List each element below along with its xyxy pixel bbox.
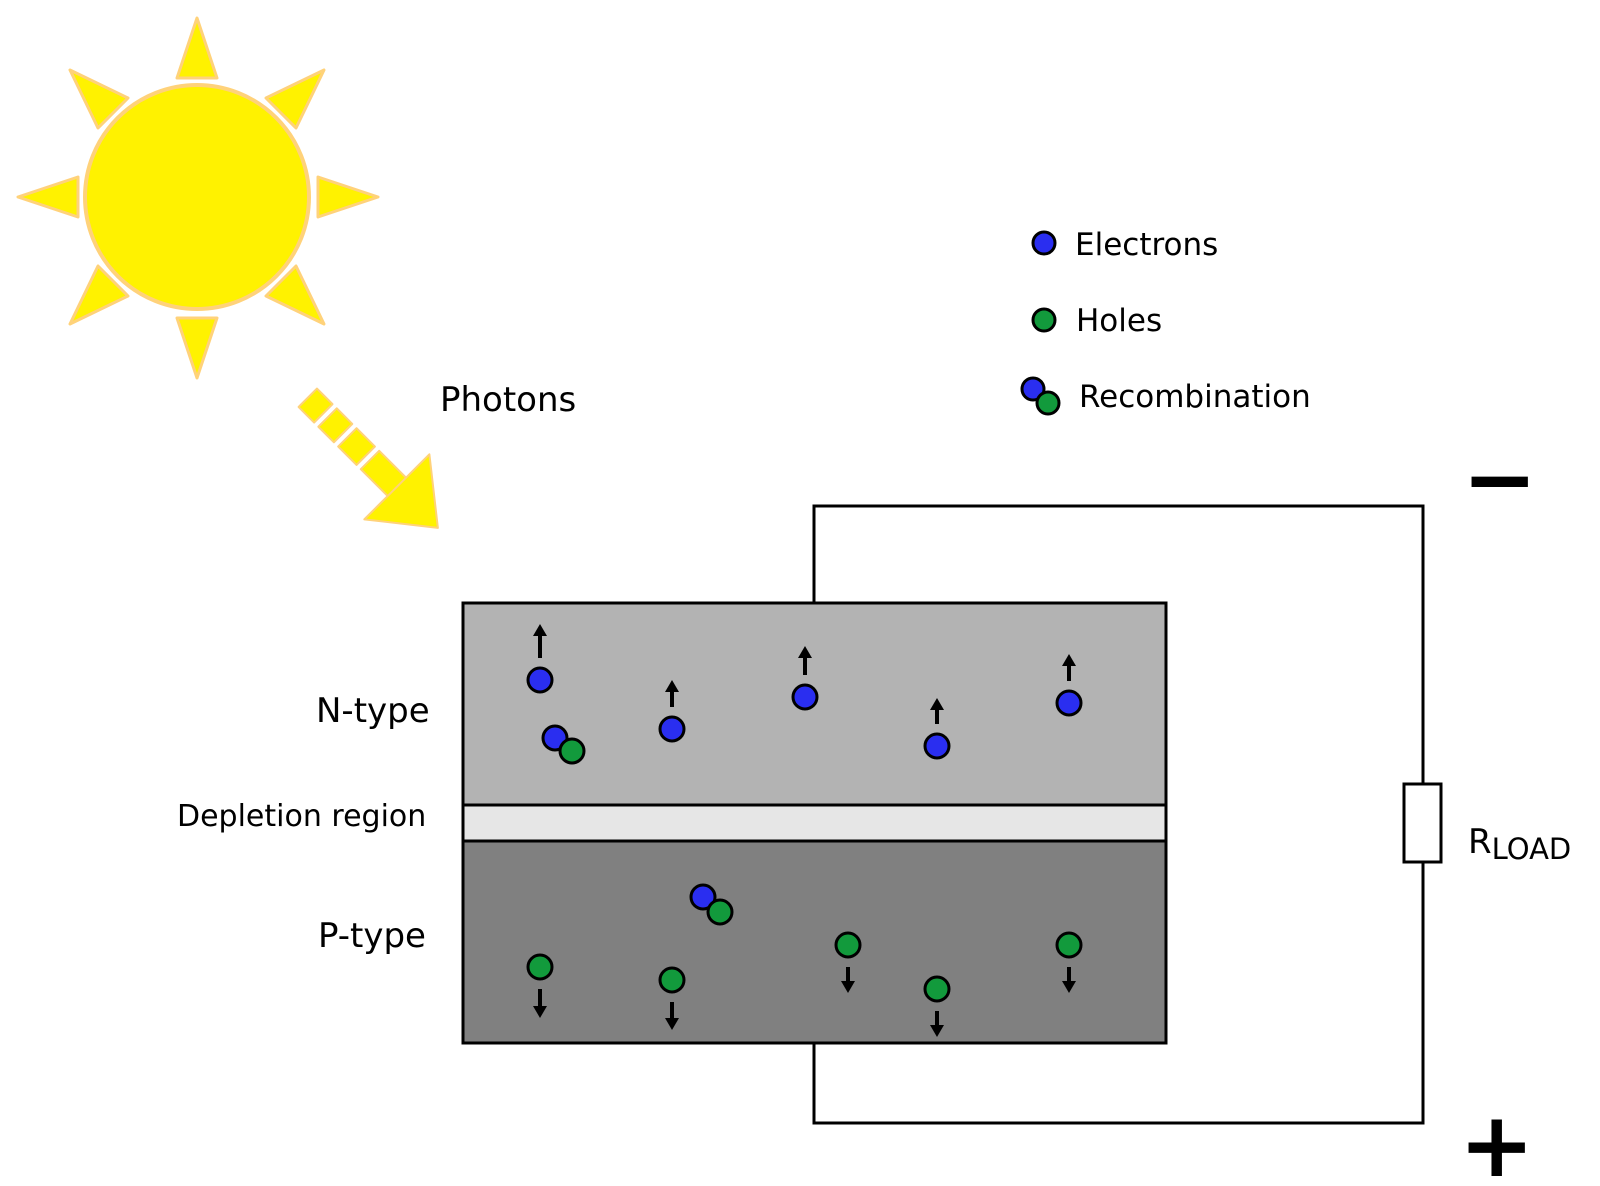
electron-particles — [526, 624, 1083, 760]
hole — [526, 953, 554, 1018]
resistor-icon — [1402, 782, 1443, 864]
hole — [834, 931, 862, 993]
electron — [1055, 654, 1083, 717]
photon-arrow-icon — [297, 387, 439, 529]
electron — [526, 624, 554, 694]
legend-recombination-marker — [1020, 376, 1061, 416]
negative-terminal-sign: − — [1462, 427, 1537, 532]
cell-outline — [461, 601, 1168, 1045]
electron — [923, 698, 951, 760]
hole — [1055, 931, 1083, 993]
legend-electrons-label: Electrons — [1075, 227, 1218, 263]
n-type-label: N-type — [316, 691, 430, 731]
hole — [923, 975, 951, 1037]
r-load-label: RLOAD — [1468, 822, 1571, 866]
hole-particles — [526, 931, 1083, 1037]
circuit-wire — [812, 504, 1425, 1125]
sun-icon — [16, 16, 380, 380]
legend-recombination-label: Recombination — [1079, 379, 1311, 415]
legend-hole-marker — [1031, 307, 1057, 333]
hole — [658, 966, 686, 1030]
legend: Electrons Holes Recombination — [1020, 227, 1311, 416]
legend-holes-label: Holes — [1076, 303, 1162, 339]
recombination-pair — [541, 724, 586, 765]
legend-electron-marker — [1031, 230, 1057, 256]
depletion-region-label: Depletion region — [177, 799, 426, 834]
positive-terminal-sign: + — [1459, 1093, 1534, 1186]
photons-label: Photons — [440, 380, 576, 420]
electron — [658, 680, 686, 743]
electron — [791, 646, 819, 711]
depletion-region — [463, 805, 1166, 841]
recombination-pair — [689, 883, 734, 926]
p-type-label: P-type — [318, 916, 426, 956]
p-type-region — [463, 841, 1166, 1043]
